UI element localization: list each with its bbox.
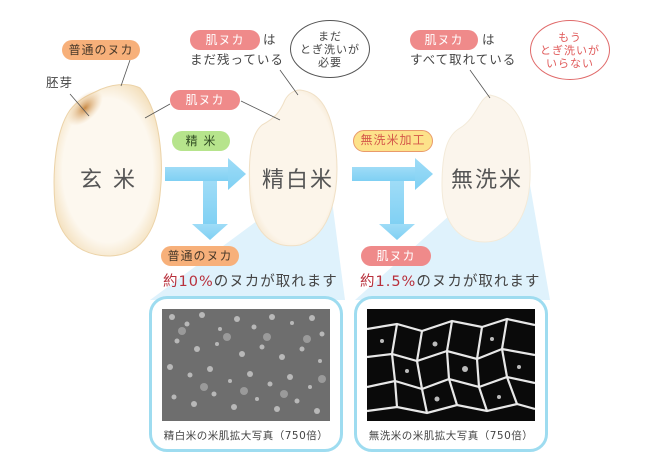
musenmai-note-wa: は	[482, 32, 496, 47]
polishing-process-pill: 精 米	[172, 131, 230, 151]
genmai-grain	[53, 84, 162, 257]
normal-bran-pill-removed: 普通のヌカ	[161, 246, 239, 266]
seihaku-note-wa: は	[263, 32, 277, 47]
seihaku-note-line2: まだ残っている	[190, 52, 284, 67]
musenmai-note-line2: すべて取れている	[410, 52, 517, 67]
bubble-line: いらない	[546, 56, 594, 70]
musenmai-process-pill: 無洗米加工	[353, 130, 433, 152]
bubble-line: 必要	[318, 55, 342, 69]
germ-label: 胚芽	[46, 75, 74, 90]
musenmai-photo-box: 無洗米の米肌拡大写真（750倍）	[354, 296, 548, 452]
musenmai-label: 無洗米	[451, 168, 524, 193]
seihaku-photo-box: 精白米の米肌拡大写真（750倍）	[149, 296, 343, 452]
skin-bran-pill-genmai: 肌ヌカ	[170, 90, 240, 110]
percent-suffix: のヌカが取れます	[213, 274, 338, 290]
bubble-line: まだ	[318, 29, 342, 43]
percent-prefix: 約	[360, 274, 376, 290]
percent-value: 1.5%	[375, 274, 417, 290]
musenmai-photo-caption: 無洗米の米肌拡大写真（750倍）	[368, 430, 534, 442]
percent-value: 10%	[178, 274, 214, 290]
seihakumai-label: 精白米	[262, 168, 335, 193]
seihaku-grain	[248, 89, 338, 247]
needs-wash-bubble: まだ とぎ洗いが 必要	[290, 20, 370, 78]
bubble-line: とぎ洗いが	[300, 42, 360, 56]
percent-line-2: 約1.5%のヌカが取れます	[360, 270, 540, 291]
process-arrow-1	[165, 158, 246, 240]
no-wash-bubble: もう とぎ洗いが いらない	[530, 20, 610, 80]
skin-bran-pill-removed: 肌ヌカ	[361, 246, 431, 266]
skin-bran-pill-musenmai: 肌ヌカ	[410, 30, 478, 50]
bubble-line: とぎ洗いが	[540, 43, 600, 57]
bubble-line: もう	[558, 30, 582, 44]
seihaku-micrograph	[162, 309, 330, 421]
percent-suffix: のヌカが取れます	[416, 274, 541, 290]
skin-bran-pill-seihaku: 肌ヌカ	[190, 30, 260, 50]
genmai-label: 玄 米	[80, 168, 137, 193]
percent-prefix: 約	[163, 274, 179, 290]
percent-line-1: 約10%のヌカが取れます	[163, 270, 338, 291]
seihaku-photo-caption: 精白米の米肌拡大写真（750倍）	[163, 430, 329, 442]
process-arrow-2	[352, 158, 433, 240]
musenmai-micrograph	[367, 309, 535, 421]
normal-bran-pill-top: 普通のヌカ	[62, 40, 140, 60]
musenmai-grain	[441, 94, 531, 243]
leader-lines	[69, 59, 491, 121]
